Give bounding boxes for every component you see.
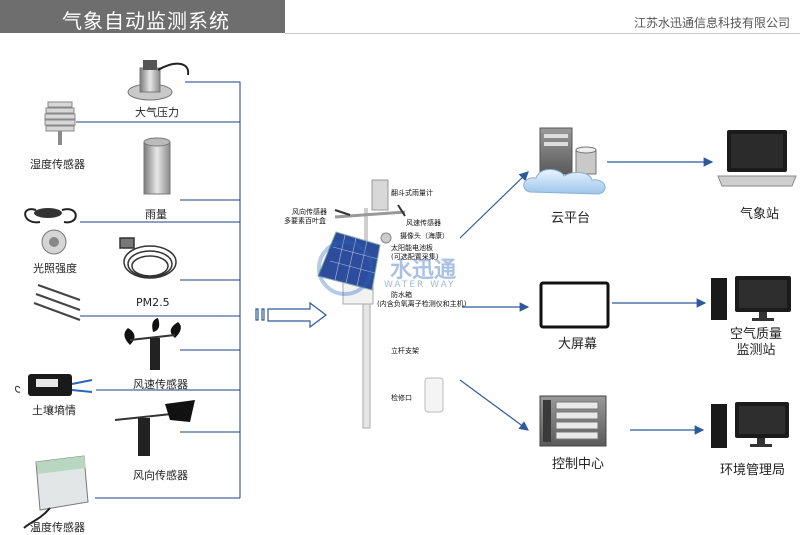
soil-probe-icon: [33, 284, 81, 321]
pressure-sensor-icon: [127, 60, 190, 101]
wind-speed-sensor-icon: [124, 318, 181, 370]
label-temperature: 温度传感器: [30, 521, 85, 534]
desktop-air-station-icon: [711, 276, 791, 321]
station-pole: 立杆支架: [391, 347, 419, 355]
station-box-sub: (内含负氧离子检测仪和主机): [377, 300, 467, 308]
station-wind-speed: 风速传感器: [406, 219, 441, 227]
sensor-connector-lines: [76, 81, 241, 499]
station-rain-gauge: 翻斗式雨量计: [391, 189, 433, 197]
soil-moisture-icon: [15, 374, 93, 396]
label-cloud: 云平台: [551, 211, 591, 226]
bus-top: [185, 81, 241, 498]
label-light: 光照强度: [33, 262, 77, 275]
label-pressure: 大气压力: [135, 106, 179, 119]
laptop-icon: [717, 130, 797, 187]
label-soil: 土壤墒情: [32, 404, 76, 417]
pm25-sensor-icon: [119, 237, 177, 279]
page-title: 气象自动监测系统: [62, 9, 230, 33]
cloud-platform-icon: [523, 127, 606, 195]
label-air-station: 空气质量 监测站: [730, 327, 783, 358]
label-wind-dir: 风向传感器: [133, 469, 188, 482]
label-screen: 大屏幕: [558, 337, 598, 352]
temperature-sensor-icon: [23, 455, 89, 529]
light-sensor-icon: [24, 208, 77, 255]
label-wind-speed: 风速传感器: [133, 378, 188, 391]
weather-station-icon: [317, 179, 444, 429]
label-rain: 雨量: [145, 208, 167, 221]
big-screen-icon: [539, 281, 610, 329]
station-louver: 多要素百叶盒: [284, 217, 326, 225]
watermark-cn: 水迅通: [390, 258, 457, 283]
header-rule: [285, 33, 800, 34]
label-weather-station: 气象站: [740, 207, 780, 222]
arrow-to-control: [459, 379, 529, 431]
station-inspect: 检修口: [391, 394, 412, 402]
label-pm25: PM2.5: [136, 296, 170, 309]
wind-direction-sensor-icon: [114, 400, 195, 456]
control-center-icon: [539, 395, 607, 447]
label-control: 控制中心: [552, 457, 605, 472]
header-band: [0, 0, 285, 33]
arrow-to-cloud: [459, 171, 529, 239]
label-humidity: 湿度传感器: [30, 158, 85, 171]
station-wind-dir: 风向传感器: [292, 208, 327, 216]
desktop-env-bureau-icon: [711, 402, 789, 448]
watermark-logo-icon: [317, 240, 373, 296]
watermark-en: WATER WAY: [384, 280, 456, 290]
station-box: 防水箱: [391, 291, 412, 299]
rain-gauge-icon: [143, 137, 171, 195]
company-name: 江苏水迅通信息科技有限公司: [633, 16, 790, 30]
label-env-bureau: 环境管理局: [720, 463, 786, 478]
flow-arrow-icon: [255, 301, 327, 329]
station-solar-sub: (可选配置采集): [391, 253, 439, 261]
station-solar: 太阳能电池板: [391, 244, 433, 252]
humidity-sensor-icon: [44, 101, 76, 145]
station-camera: 摄像头（海康）: [400, 232, 449, 240]
